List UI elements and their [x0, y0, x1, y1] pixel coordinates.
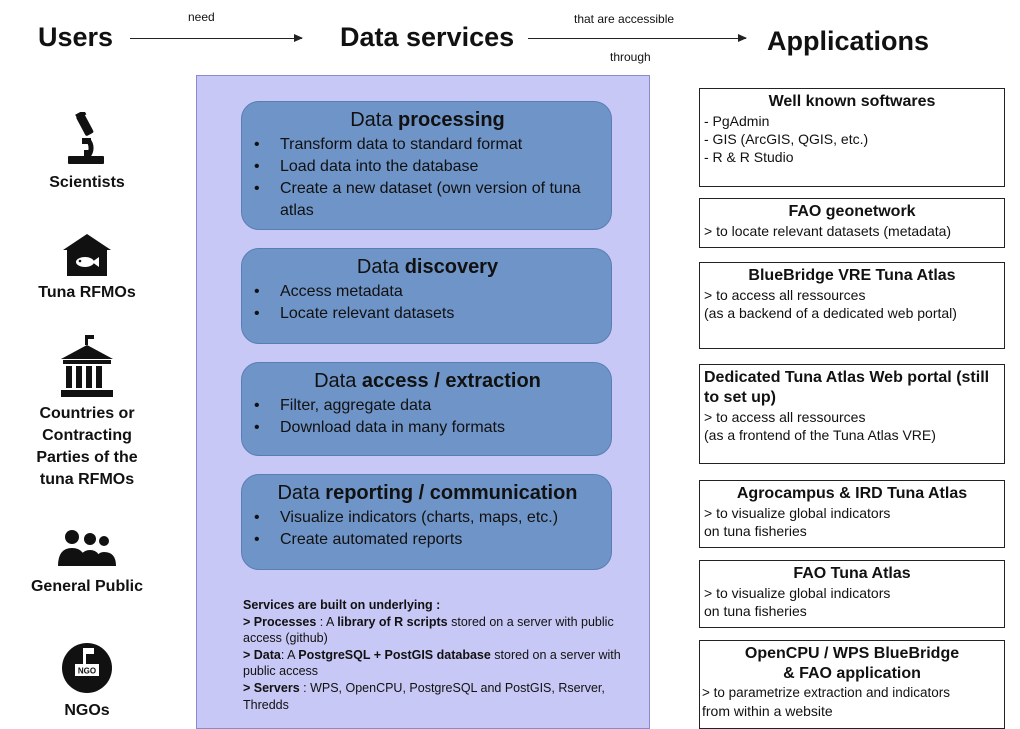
service-item: Create a new dataset (own version of tun… [254, 178, 601, 222]
service-item: Download data in many formats [254, 417, 601, 439]
service-item: Transform data to standard format [254, 134, 601, 156]
app-line: > to visualize global indicators [704, 585, 891, 601]
app-line: > to visualize global indicators [704, 505, 891, 521]
underlying-data: > Data: A PostgreSQL + PostGIS database … [243, 647, 621, 679]
service-title: Data discovery [356, 256, 499, 278]
applications-header: Applications [767, 26, 930, 56]
fish-house-icon [63, 234, 111, 276]
service-item: Access metadata [254, 281, 601, 303]
app-line: > to parametrize extraction and indicato… [702, 685, 951, 700]
user-general-public: General Public [22, 528, 152, 598]
service-title: Data access / extraction [314, 370, 541, 392]
underlying-heading: Services are built on underlying : [243, 598, 441, 612]
underlying-servers: > Servers : WPS, OpenCPU, PostgreSQL and… [243, 680, 605, 712]
service-box-discovery: Data discovery Access metadata Locate re… [241, 248, 612, 344]
app-line: (as a frontend of the Tuna Atlas VRE) [704, 427, 936, 443]
app-line: - PgAdmin [704, 113, 770, 129]
service-item: Visualize indicators (charts, maps, etc.… [254, 507, 601, 529]
app-title: Agrocampus & IRD Tuna Atlas [736, 485, 968, 502]
users-header: Users [38, 22, 114, 52]
people-icon [58, 530, 116, 566]
app-title: BlueBridge VRE Tuna Atlas [748, 267, 956, 284]
through-label: through [610, 50, 651, 64]
app-well-known-softwares: Well known softwares - PgAdmin - GIS (Ar… [699, 88, 1005, 187]
user-label: Countries or Contracting Parties of the … [36, 405, 138, 488]
app-title: FAO geonetwork [788, 203, 916, 220]
service-item: Load data into the database [254, 156, 601, 178]
service-title: Data reporting / communication [277, 482, 578, 504]
need-label: need [188, 10, 215, 24]
app-title: Dedicated Tuna Atlas Web portal (still t… [704, 369, 990, 406]
ngo-badge-icon: NGO [62, 643, 112, 693]
user-ngos: NGO NGOs [22, 640, 152, 722]
user-label: General Public [30, 578, 144, 595]
app-line: from within a website [702, 703, 833, 719]
service-box-access: Data access / extraction Filter, aggrega… [241, 362, 612, 456]
data-services-panel: Data processing Transform data to standa… [196, 75, 650, 729]
app-title: FAO Tuna Atlas [793, 565, 911, 582]
underlying-services-note: Services are built on underlying : > Pro… [243, 597, 633, 713]
app-line: > to access all ressources [704, 287, 866, 303]
service-box-reporting: Data reporting / communication Visualize… [241, 474, 612, 570]
app-title: Well known softwares [768, 93, 936, 110]
app-dedicated-web-portal: Dedicated Tuna Atlas Web portal (still t… [699, 364, 1005, 464]
app-agrocampus-ird: Agrocampus & IRD Tuna Atlas > to visuali… [699, 480, 1005, 548]
need-arrow [130, 34, 303, 42]
data-services-header: Data services [340, 22, 515, 52]
app-fao-geonetwork: FAO geonetwork > to locate relevant data… [699, 198, 1005, 248]
app-line: on tuna fisheries [704, 523, 807, 539]
app-fao-tuna-atlas: FAO Tuna Atlas > to visualize global ind… [699, 560, 1005, 628]
service-item: Filter, aggregate data [254, 395, 601, 417]
service-box-processing: Data processing Transform data to standa… [241, 101, 612, 230]
app-line: > to locate relevant datasets (metadata) [704, 223, 952, 239]
service-title: Data processing [350, 109, 505, 131]
svg-text:NGO: NGO [78, 667, 96, 676]
user-tuna-rfmos: Tuna RFMOs [22, 232, 152, 304]
app-opencpu-wps: OpenCPU / WPS BlueBridge & FAO applicati… [699, 640, 1005, 729]
user-scientists: Scientists [22, 112, 152, 194]
user-label: Tuna RFMOs [38, 284, 136, 301]
app-line: - R & R Studio [704, 149, 794, 165]
app-line: > to access all ressources [704, 409, 866, 425]
app-line: on tuna fisheries [704, 603, 807, 619]
underlying-processes: > Processes : A library of R scripts sto… [243, 614, 614, 646]
microscope-icon [68, 112, 104, 164]
service-item: Create automated reports [254, 529, 601, 551]
service-item: Locate relevant datasets [254, 303, 601, 325]
app-line: (as a backend of a dedicated web portal) [704, 305, 957, 321]
app-line: - GIS (ArcGIS, QGIS, etc.) [704, 131, 869, 147]
government-building-icon [61, 335, 113, 397]
user-label: Scientists [49, 174, 125, 191]
app-bluebridge-vre: BlueBridge VRE Tuna Atlas > to access al… [699, 262, 1005, 349]
user-countries: Countries or Contracting Parties of the … [16, 335, 158, 491]
accessible-arrow [528, 34, 747, 42]
user-label: NGOs [64, 702, 110, 719]
accessible-label: that are accessible [574, 12, 675, 26]
app-title: OpenCPU / WPS BlueBridge & FAO applicati… [744, 645, 960, 682]
